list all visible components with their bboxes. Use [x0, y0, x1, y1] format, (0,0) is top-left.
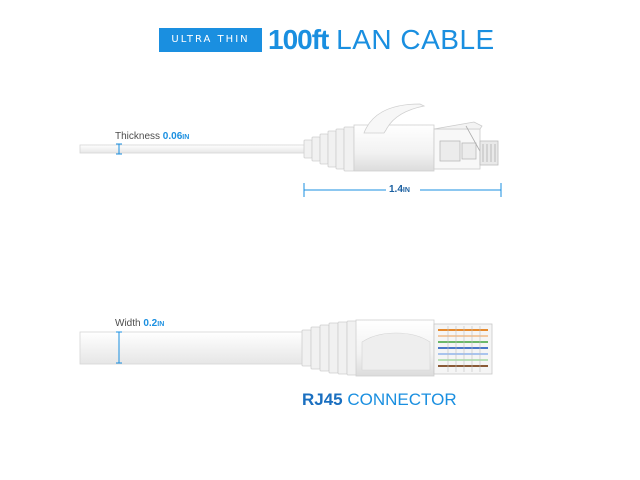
headline-product: LAN CABLE	[336, 24, 495, 55]
length-unit: IN	[402, 187, 410, 194]
plug-pins	[447, 326, 481, 372]
width-marker	[116, 331, 122, 364]
thickness-label: Thickness 0.06IN	[115, 131, 189, 142]
length-dimension-line	[303, 183, 502, 197]
header: ULTRA THIN 100ft LAN CABLE	[0, 22, 640, 58]
latch-clip-icon	[363, 103, 426, 134]
flat-cable-strand	[79, 331, 305, 365]
headline-length: 100ft	[268, 24, 329, 55]
width-label: Width 0.2IN	[115, 318, 164, 329]
strain-relief-ribs	[303, 126, 355, 172]
connector-length-label: 1.4IN	[386, 184, 413, 195]
width-text: Width	[115, 318, 141, 329]
side-view-cable	[79, 103, 499, 172]
headline: 100ft LAN CABLE	[268, 22, 495, 58]
thickness-unit: IN	[182, 134, 190, 141]
caption-connector: CONNECTOR	[347, 390, 457, 409]
thickness-marker	[116, 143, 122, 155]
ultra-thin-badge: ULTRA THIN	[159, 28, 262, 52]
width-unit: IN	[157, 321, 165, 328]
flat-strain-relief-ribs	[301, 320, 358, 376]
caption-rj45: RJ45	[302, 390, 343, 409]
length-value: 1.4	[389, 184, 403, 195]
connector-caption: RJ45 CONNECTOR	[302, 388, 457, 412]
plug-contacts	[439, 140, 477, 162]
thin-cable-strand	[79, 144, 307, 154]
top-view-cable	[79, 319, 493, 377]
twisted-pair-wires	[438, 329, 488, 367]
width-value: 0.2	[143, 318, 158, 329]
thickness-value: 0.06	[162, 131, 183, 142]
thickness-text: Thickness	[115, 131, 161, 142]
